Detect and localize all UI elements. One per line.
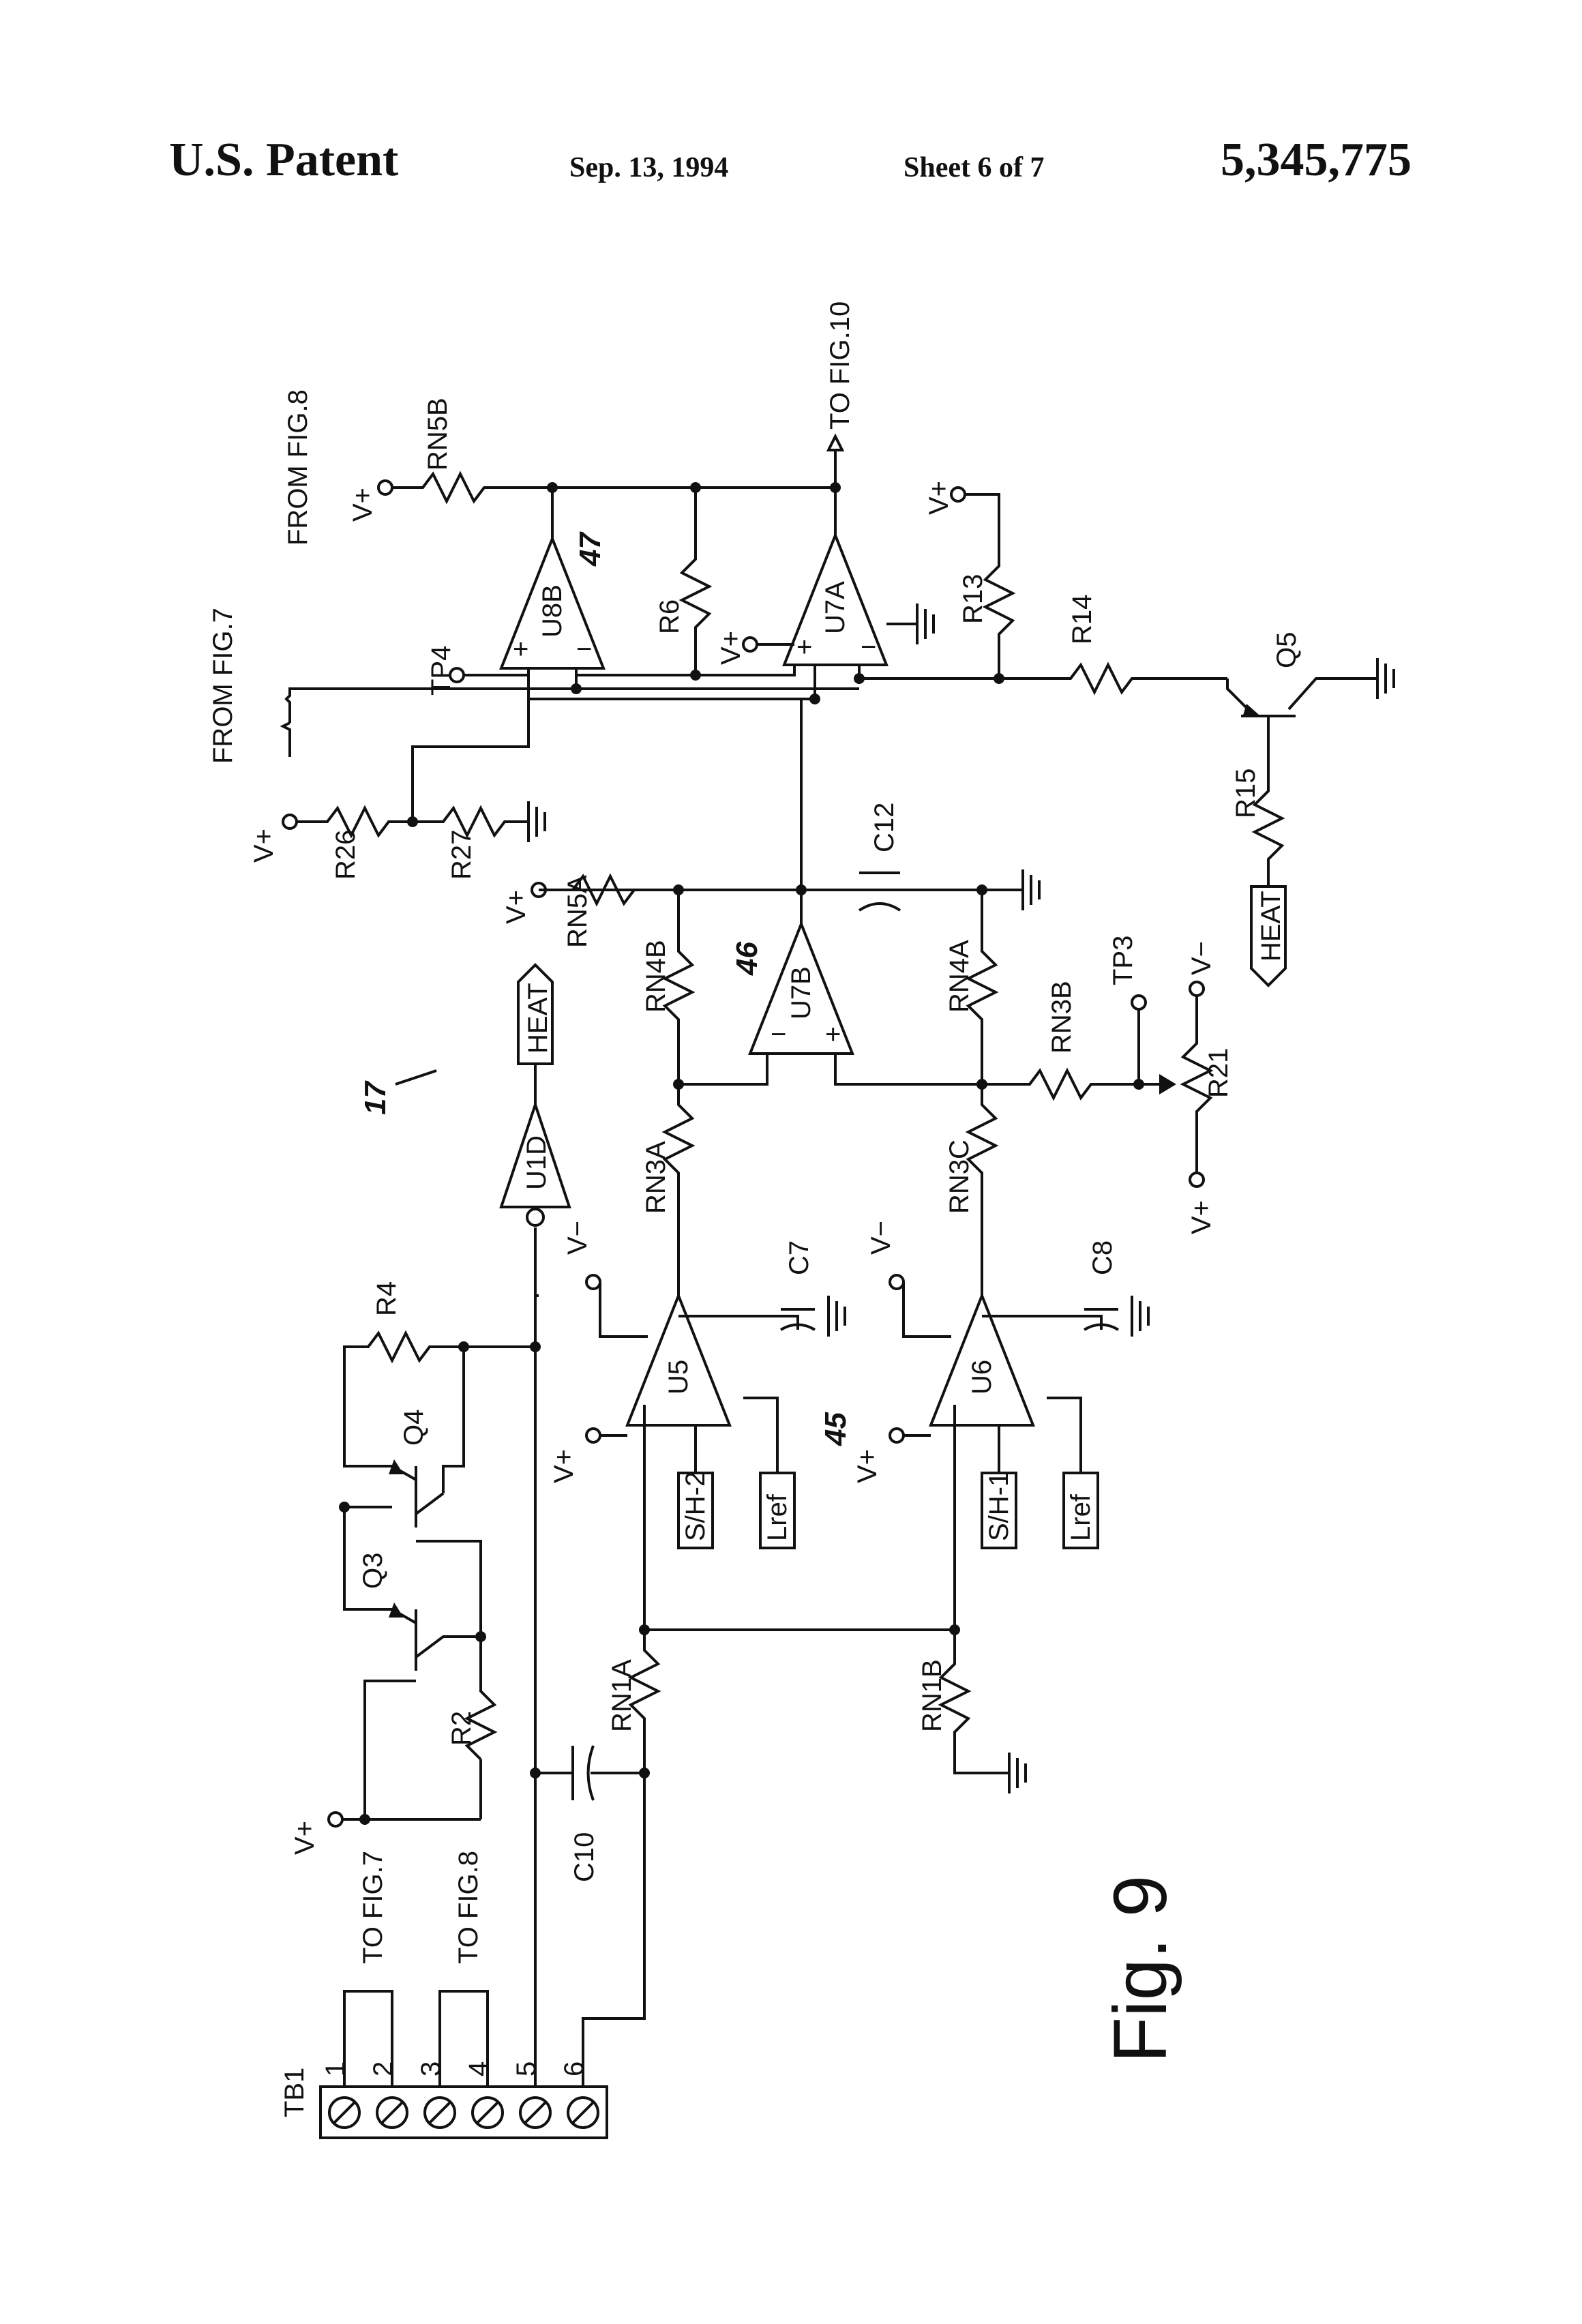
- r2-label: R2: [447, 1711, 477, 1746]
- u6-label: U6: [967, 1360, 997, 1395]
- ground-icon: [917, 604, 934, 644]
- heat-u1d-label: HEAT: [523, 983, 553, 1054]
- vplus-u7a-label: V+: [716, 631, 746, 665]
- sh1-label: S/H-1: [984, 1472, 1014, 1541]
- u7b-difference-amp: U7B − + 46 RN4B RN4A V+ RN5A C12: [501, 803, 1234, 1234]
- tb1-pin-6: 6: [559, 2061, 589, 2076]
- rn3b-label: RN3B: [1047, 981, 1077, 1054]
- vplus-u6-label: V+: [852, 1449, 882, 1483]
- ref-47: 47: [573, 531, 607, 567]
- tp3-label: TP3: [1108, 936, 1138, 985]
- heat-drive: V+ R13 R14 Q5 R15 HEAT: [859, 481, 1394, 985]
- from-fig7-label: FROM FIG.7: [208, 608, 238, 764]
- tb1-pin-5: 5: [511, 2061, 541, 2076]
- to-fig8-label: TO FIG.8: [453, 1851, 483, 1964]
- vplus-rn5a-label: V+: [501, 890, 531, 924]
- to-fig10-label: TO FIG.10: [825, 301, 855, 430]
- q4-label: Q4: [399, 1410, 429, 1446]
- rn4a-label: RN4A: [944, 940, 974, 1013]
- transistor-driver: V+ R2 Q3 Q4 R4: [290, 1281, 541, 1855]
- ref-17: 17: [359, 1080, 392, 1115]
- u1d-label: U1D: [522, 1135, 552, 1190]
- from-fig8-label: FROM FIG.8: [283, 389, 313, 546]
- rn5a-label: RN5A: [563, 875, 593, 948]
- heat-q5-label: HEAT: [1256, 891, 1286, 962]
- rn5b-label: RN5B: [423, 398, 453, 471]
- r14-label: R14: [1067, 595, 1097, 644]
- r4-label: R4: [372, 1281, 402, 1316]
- vminus-u5-label: V−: [563, 1221, 593, 1255]
- input-network: C10 RN1A RN1B: [530, 1405, 1026, 1882]
- u7b-plus: +: [825, 1019, 841, 1049]
- vplus-r26-label: V+: [249, 829, 279, 863]
- c12-label: C12: [869, 803, 899, 852]
- vplus-u5-label: V+: [549, 1449, 579, 1483]
- rn4b-label: RN4B: [641, 940, 671, 1013]
- ground-icon: [1132, 1296, 1148, 1337]
- divider-r26-r27: V+ R26 R27 FROM FIG.7: [208, 608, 859, 880]
- tb1-pin-4: 4: [464, 2061, 494, 2076]
- to-fig7-label: TO FIG.7: [358, 1851, 388, 1964]
- u7a-plus: +: [796, 632, 812, 662]
- q3-label: Q3: [358, 1553, 388, 1589]
- terminal-screws: [329, 2098, 598, 2128]
- ground-icon: [528, 801, 545, 842]
- rn1b-label: RN1B: [917, 1659, 947, 1732]
- tb1-pin-3: 3: [416, 2061, 446, 2076]
- c8-label: C8: [1088, 1240, 1118, 1275]
- u8b-label: U8B: [537, 584, 567, 638]
- c10-label: C10: [569, 1832, 599, 1882]
- u7a-label: U7A: [820, 581, 850, 634]
- u7a-minus: −: [861, 632, 876, 662]
- r13-label: R13: [958, 574, 988, 624]
- ref-45: 45: [819, 1412, 852, 1446]
- u7b-minus: −: [771, 1019, 786, 1049]
- figure-label: Fig. 9: [1099, 1875, 1182, 2063]
- ground-icon: [1009, 1753, 1026, 1793]
- r26-label: R26: [331, 830, 361, 880]
- rn3a-label: RN3A: [641, 1141, 671, 1214]
- ground-icon: [1023, 869, 1039, 910]
- sh2-label: S/H-2: [681, 1472, 711, 1541]
- ref-46: 46: [730, 942, 764, 976]
- tb1-label: TB1: [280, 2068, 310, 2117]
- u5-sample-hold: U5 V+ S/H-2 Lref V− C7 RN: [549, 1084, 845, 1548]
- u1d-inverter: U1D HEAT 17: [359, 965, 569, 1296]
- lref-u6-label: Lref: [1066, 1493, 1096, 1541]
- terminal-block-tb1: TB1 1 2 3 4 5 6 TO FIG.7 TO FIG.8: [280, 1851, 607, 2138]
- q5-label: Q5: [1272, 632, 1302, 668]
- u8b-minus: −: [576, 634, 592, 664]
- u7a-output-stage: R6 U7A + − V+ TO FIG.10: [528, 301, 934, 890]
- lref-u5-label: Lref: [762, 1493, 792, 1541]
- schematic-drawing: TB1 1 2 3 4 5 6 TO FIG.7 TO FIG.8 C10: [208, 301, 1394, 2138]
- vplus-r21-label: V+: [1186, 1200, 1217, 1234]
- vplus-r13-label: V+: [924, 481, 954, 515]
- tp4-label: TP4: [426, 646, 456, 696]
- rn1a-label: RN1A: [607, 1659, 637, 1732]
- u8b-comparator: U8B + − TP4 V+ FROM FIG.8 RN5B 47: [283, 389, 607, 699]
- u7b-label: U7B: [786, 966, 816, 1019]
- tb1-pin-2: 2: [368, 2061, 398, 2076]
- ground-icon: [829, 1296, 845, 1337]
- rn3c-label: RN3C: [944, 1139, 974, 1214]
- vplus-q3-label: V+: [290, 1821, 320, 1855]
- vminus-u6-label: V−: [866, 1221, 896, 1255]
- r27-label: R27: [447, 830, 477, 880]
- r21-label: R21: [1204, 1048, 1234, 1098]
- vminus-r21-label: V−: [1186, 941, 1217, 975]
- u8b-plus: +: [513, 634, 528, 664]
- c7-label: C7: [784, 1240, 814, 1275]
- vplus-rn5b-label: V+: [348, 488, 378, 522]
- ground-icon: [1377, 658, 1394, 699]
- u6-sample-hold: U6 V+ S/H-1 Lref V− C8 RN: [819, 1084, 1148, 1548]
- u5-label: U5: [663, 1360, 693, 1395]
- r6-label: R6: [655, 599, 685, 634]
- tb1-pin-1: 1: [320, 2061, 350, 2076]
- r15-label: R15: [1231, 769, 1261, 818]
